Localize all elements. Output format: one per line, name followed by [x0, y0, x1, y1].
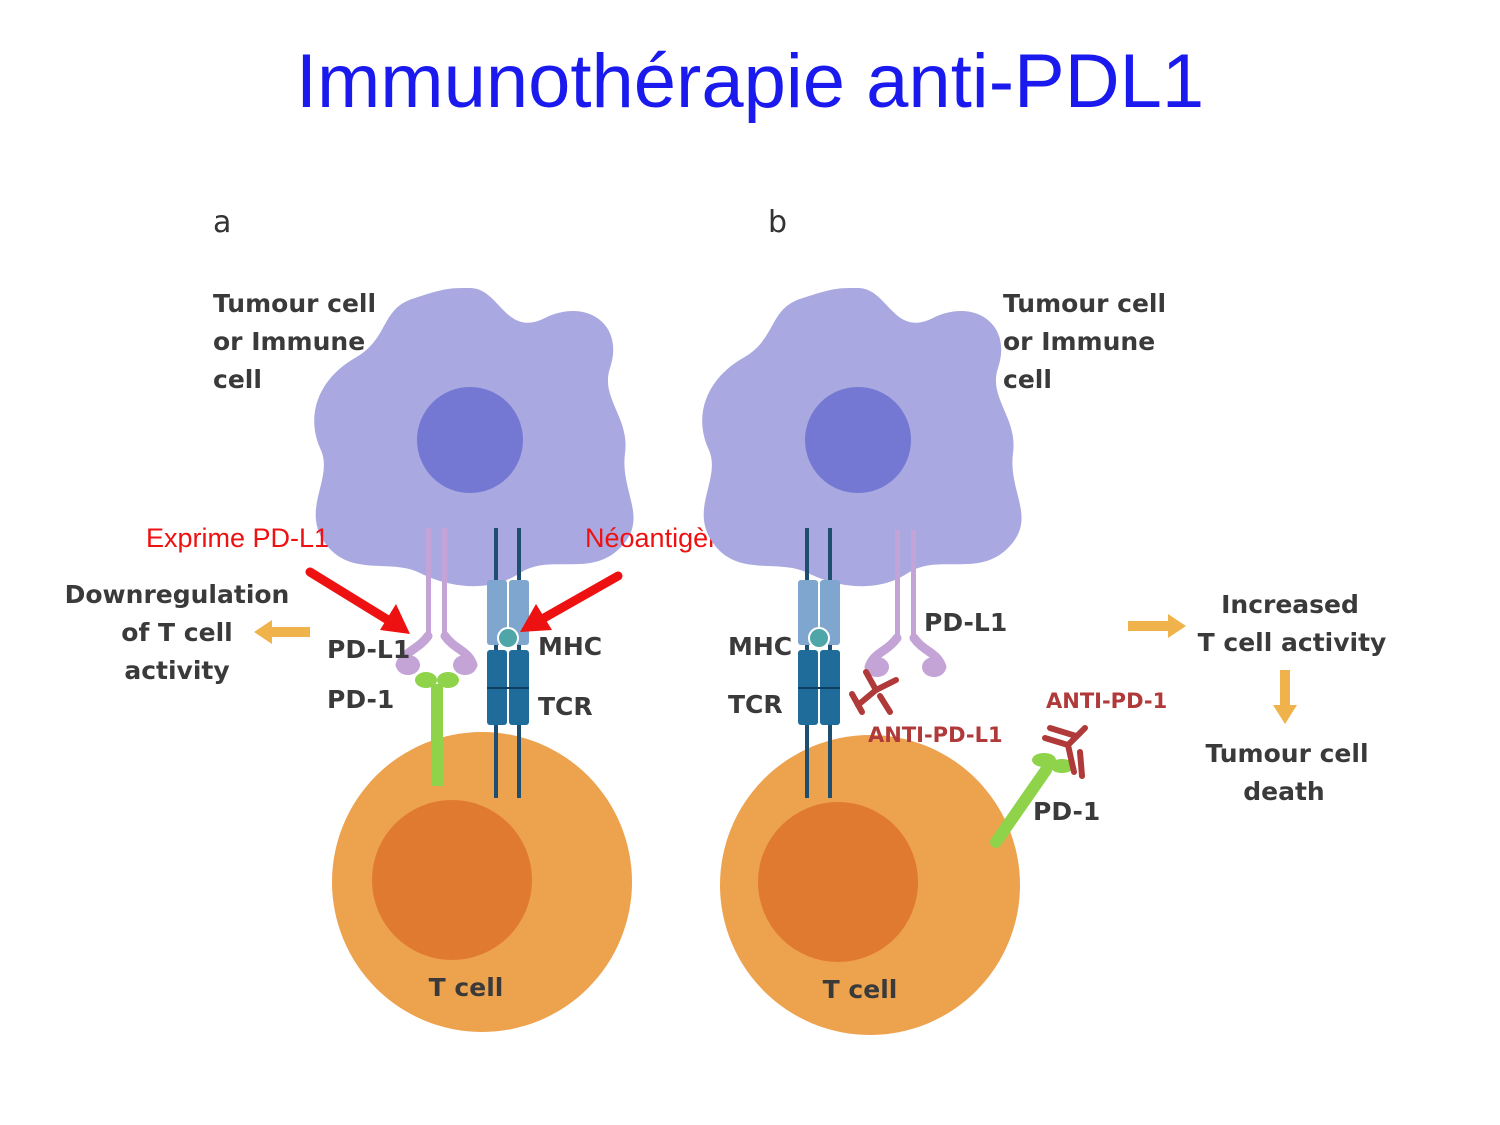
orange-arrow-right — [1128, 614, 1186, 638]
cell-label-a-line2: or Immune — [213, 327, 365, 356]
pd1-label-a: PD-1 — [327, 685, 394, 714]
cell-label-b-line2: or Immune — [1003, 327, 1155, 356]
outcome-a-line2: of T cell — [121, 618, 232, 647]
outcome-a-line3: activity — [124, 656, 229, 685]
mhc-label-b: MHC — [728, 632, 792, 661]
t-cell-nucleus-b — [758, 802, 918, 962]
panel-a: Tumour cell or Immune cell Downregulatio… — [65, 288, 634, 1032]
anti-pd1-antibody — [1042, 725, 1088, 779]
red-arrow-neoantigenes — [520, 571, 623, 632]
pd1-label-b: PD-1 — [1033, 797, 1100, 826]
pdl1-label-b: PD-L1 — [924, 608, 1007, 637]
pdl1-label-a: PD-L1 — [327, 635, 410, 664]
panel-b: Tumour cell or Immune cell PD-L1 MHC TCR… — [702, 288, 1386, 1035]
result-b-line2: death — [1243, 777, 1324, 806]
tcell-label-b: T cell — [823, 975, 898, 1004]
anti-pd1-label: ANTI-PD-1 — [1046, 689, 1167, 713]
panel-letter-b: b — [768, 205, 787, 240]
tumour-nucleus-a — [417, 387, 523, 493]
orange-arrow-down — [1273, 670, 1297, 724]
outcome-a-line1: Downregulation — [65, 580, 290, 609]
outcome-b-line2: T cell activity — [1198, 628, 1387, 657]
tumour-nucleus-b — [805, 387, 911, 493]
pd1-receptor-a — [415, 672, 459, 786]
result-b-line1: Tumour cell — [1205, 739, 1368, 768]
mhc-label-a: MHC — [538, 632, 602, 661]
mhc-tcr-complex-b — [798, 528, 840, 798]
cell-label-b-line1: Tumour cell — [1003, 289, 1166, 318]
cell-label-b-line3: cell — [1003, 365, 1052, 394]
tcell-label-a: T cell — [429, 973, 504, 1002]
annotation-exprime: Exprime PD-L1 — [146, 523, 329, 553]
page-title: Immunothérapie anti-PDL1 — [295, 39, 1205, 124]
mhc-tcr-complex-a — [487, 528, 529, 798]
pdl1-receptor-a — [395, 528, 478, 675]
anti-pdl1-label: ANTI-PD-L1 — [868, 723, 1003, 747]
t-cell-nucleus-a — [372, 800, 532, 960]
pd1-receptor-b — [990, 753, 1074, 848]
cell-label-a-line3: cell — [213, 365, 262, 394]
outcome-b-line1: Increased — [1221, 590, 1359, 619]
tcr-label-b: TCR — [728, 690, 783, 719]
orange-arrow-left — [254, 620, 310, 644]
panel-letter-a: a — [213, 205, 231, 240]
pdl1-receptor-b — [864, 530, 947, 677]
anti-pdl1-antibody — [849, 669, 899, 715]
red-arrow-exprime — [305, 567, 410, 634]
cell-label-a-line1: Tumour cell — [213, 289, 376, 318]
tcr-label-a: TCR — [538, 692, 593, 721]
